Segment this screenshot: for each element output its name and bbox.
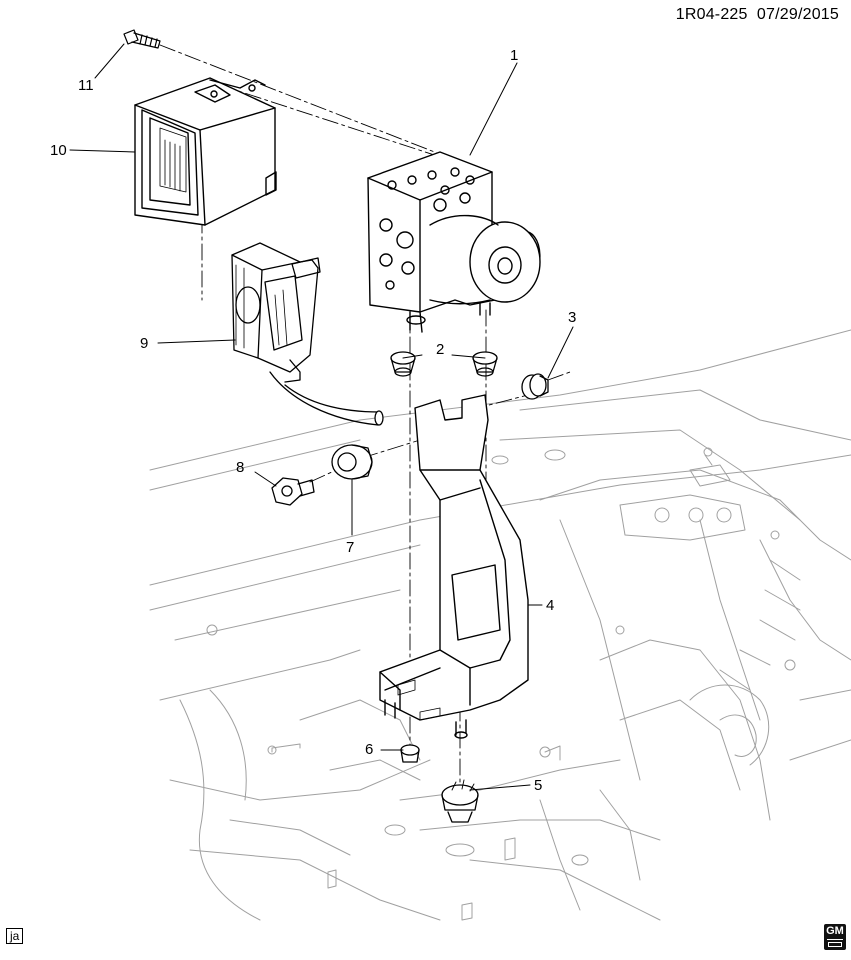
diagram-header: 1R04-225 07/29/2015 xyxy=(676,6,839,24)
callout-leader-lines xyxy=(69,43,574,791)
callout-7: 7 xyxy=(346,539,355,556)
callout-9: 9 xyxy=(140,335,149,352)
diagram-date: 07/29/2015 xyxy=(756,6,839,23)
gm-logo-icon: GM xyxy=(824,924,846,950)
callout-6: 6 xyxy=(365,741,374,758)
callout-10: 10 xyxy=(50,142,67,159)
part-3-nut xyxy=(521,373,549,400)
callout-3: 3 xyxy=(568,309,577,326)
part-10-control-module xyxy=(134,77,277,226)
callout-4: 4 xyxy=(546,597,555,614)
gm-logo-text: GM xyxy=(826,925,844,937)
part-8-bolt xyxy=(271,477,315,506)
callout-2: 2 xyxy=(436,341,445,358)
part-4-bracket xyxy=(379,394,529,739)
part-11-bolt xyxy=(123,29,161,49)
part-1-modulator-assembly xyxy=(367,151,541,333)
callout-5: 5 xyxy=(534,777,543,794)
callout-1: 1 xyxy=(510,47,519,64)
diagram-code: 1R04-225 xyxy=(675,6,748,23)
part-9-connector-harness xyxy=(231,242,384,426)
callout-8: 8 xyxy=(236,459,245,476)
vehicle-frame-background xyxy=(149,329,851,921)
part-7-grommet xyxy=(331,444,373,480)
callout-11: 11 xyxy=(78,77,94,94)
part-5-nut xyxy=(441,779,479,823)
part-6-nut xyxy=(400,744,420,763)
artist-code: ja xyxy=(6,928,24,944)
